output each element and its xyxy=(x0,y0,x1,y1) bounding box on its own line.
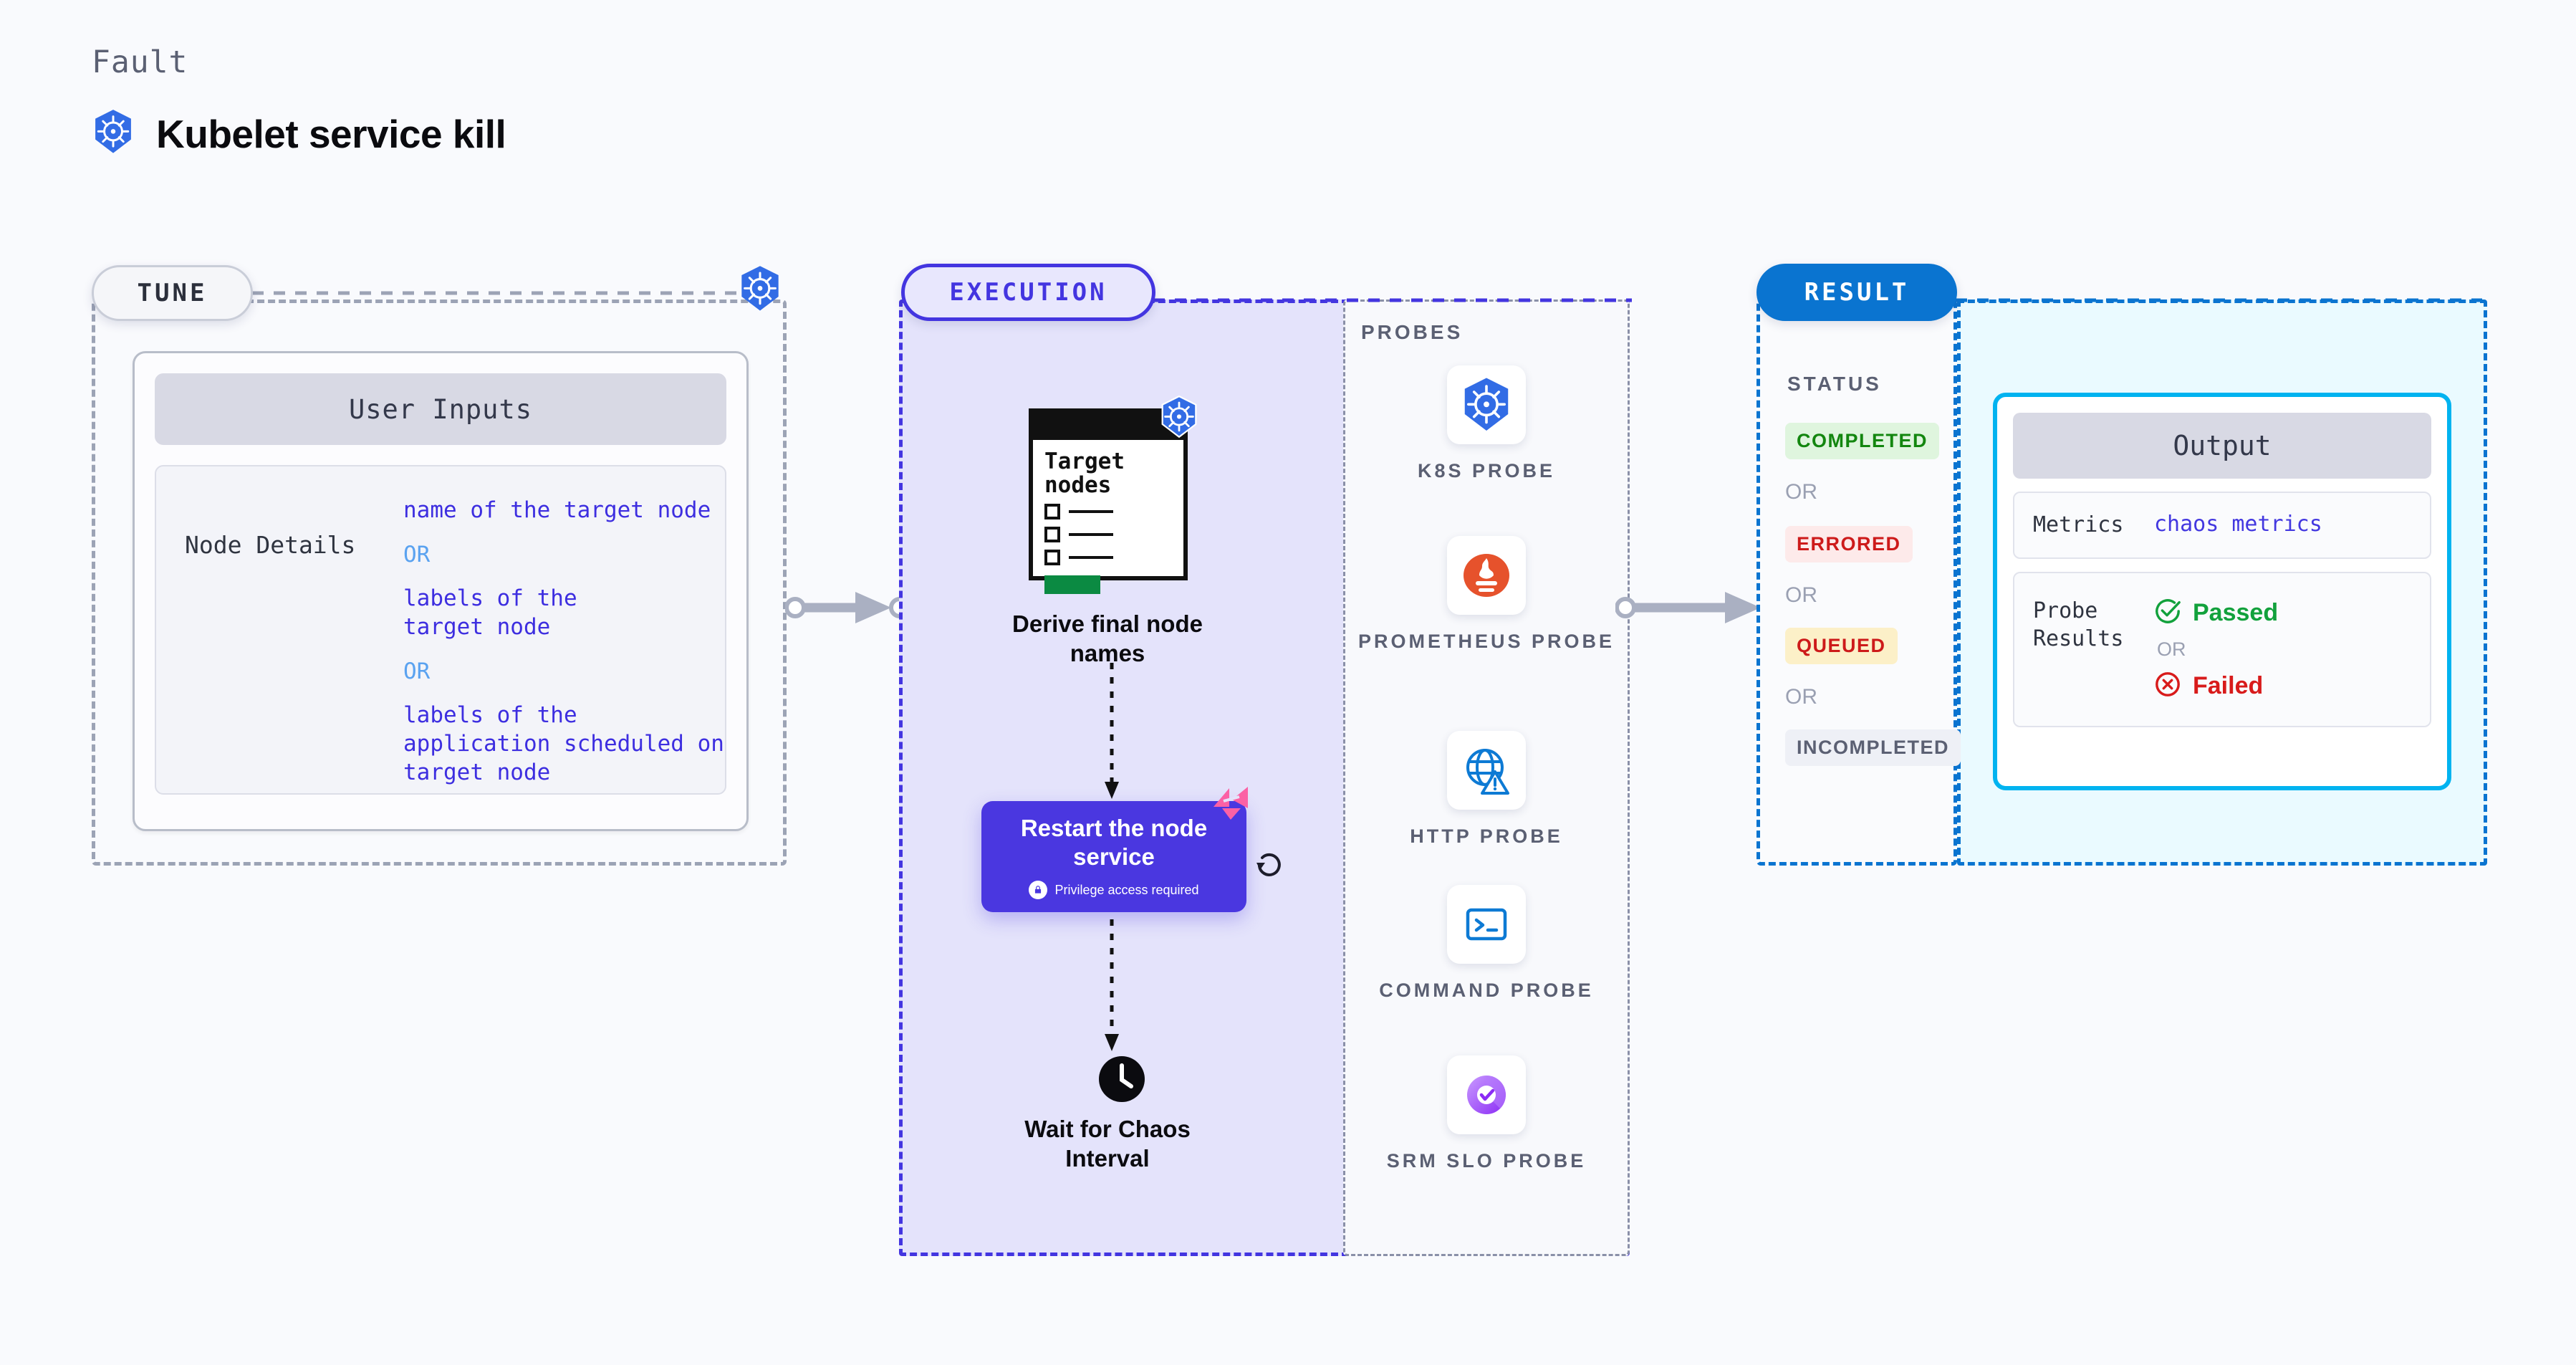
checklist-row xyxy=(1044,527,1183,543)
node-details-value: labels of the application scheduled on t… xyxy=(403,702,724,785)
or-separator: OR xyxy=(1785,685,1817,709)
chaos-badge-icon xyxy=(1212,787,1249,823)
result-pill[interactable]: RESULT xyxy=(1756,264,1957,321)
status-section-label: STATUS xyxy=(1787,373,1882,395)
tune-panel xyxy=(92,300,787,866)
failed-label: Failed xyxy=(2193,672,2264,700)
user-inputs-body: Node Details name of the target node OR … xyxy=(155,465,726,795)
result-pill-label: RESULT xyxy=(1804,278,1910,307)
execution-pill-label: EXECUTION xyxy=(949,278,1107,307)
target-nodes-card-title: Target nodes xyxy=(1044,449,1125,498)
probe-label: SRM SLO PROBE xyxy=(1386,1150,1587,1172)
output-probe-results-row: Probe Results Passed OR xyxy=(2013,572,2431,728)
line-placeholder xyxy=(1069,510,1113,514)
step-connector-arrow xyxy=(1105,663,1119,799)
probe-result-passed: Passed xyxy=(2154,598,2278,628)
restart-the-node-service-step[interactable]: Restart the node service Privilege acces… xyxy=(981,801,1246,912)
tune-to-execution-connector xyxy=(785,592,910,623)
fault-kicker: Fault xyxy=(92,44,188,80)
clock-icon xyxy=(1097,1055,1146,1107)
status-badge-completed: COMPLETED xyxy=(1785,423,1940,459)
probe-label: PROMETHEUS PROBE xyxy=(1357,631,1615,652)
probe-results-values: Passed OR Failed xyxy=(2154,598,2278,701)
status-badge-label: QUEUED xyxy=(1797,635,1886,656)
privilege-note: Privilege access required xyxy=(1029,881,1199,900)
lock-icon xyxy=(1029,881,1048,900)
wait-for-chaos-interval-label: Wait for Chaos Interval xyxy=(1024,1116,1191,1172)
node-details-value: labels of the target node xyxy=(403,585,577,641)
checkbox-icon xyxy=(1044,527,1060,543)
refresh-loop-icon xyxy=(1252,847,1287,885)
prometheus-icon xyxy=(1447,536,1526,615)
probe-results-key: Probe Results xyxy=(2033,598,2124,651)
probe-label: COMMAND PROBE xyxy=(1379,980,1594,1001)
or-separator: OR xyxy=(403,541,431,567)
privilege-note-label: Privilege access required xyxy=(1054,882,1199,897)
status-badge-label: INCOMPLETED xyxy=(1797,737,1950,758)
page-header: Fault Kubelet service kill xyxy=(92,44,506,158)
status-badge-queued: QUEUED xyxy=(1785,628,1898,664)
status-badge-label: COMPLETED xyxy=(1797,430,1928,451)
restart-step-label: Restart the node service xyxy=(1020,814,1208,870)
probe-item-prometheus[interactable]: PROMETHEUS PROBE xyxy=(1343,536,1630,654)
passed-label: Passed xyxy=(2193,599,2279,627)
target-nodes-card: Target nodes xyxy=(1029,395,1197,595)
or-separator: OR xyxy=(2157,638,2186,661)
probe-item-k8s[interactable]: K8S PROBE xyxy=(1343,365,1630,484)
or-separator: OR xyxy=(403,658,431,684)
node-details-values: name of the target node OR labels of the… xyxy=(403,497,725,803)
srm-slo-donut-icon xyxy=(1447,1055,1526,1134)
status-badge-incompleted: INCOMPLETED xyxy=(1785,729,1961,766)
probe-label: HTTP PROBE xyxy=(1410,825,1563,847)
probes-section-label: PROBES xyxy=(1361,321,1464,343)
node-details-value: name of the target node xyxy=(403,497,711,523)
step-connector-arrow xyxy=(1105,919,1119,1051)
kubernetes-icon xyxy=(1159,395,1199,442)
line-placeholder xyxy=(1069,533,1113,537)
card-title-bar xyxy=(1033,413,1183,440)
status-badge-label: ERRORED xyxy=(1797,533,1901,555)
line-placeholder xyxy=(1069,556,1113,560)
http-globe-warning-icon xyxy=(1447,731,1526,810)
output-card: Output Metrics chaos metrics Probe Resul… xyxy=(1993,393,2451,790)
tune-connector-line xyxy=(252,291,739,295)
progress-bar xyxy=(1044,575,1100,595)
kubernetes-icon xyxy=(92,109,135,158)
metrics-key: Metrics xyxy=(2033,512,2124,537)
check-circle-icon xyxy=(2154,598,2181,628)
node-details-key: Node Details xyxy=(185,531,356,559)
or-separator: OR xyxy=(1785,583,1817,607)
metrics-value[interactable]: chaos metrics xyxy=(2154,512,2322,537)
execution-pill[interactable]: EXECUTION xyxy=(901,264,1155,321)
probe-label: K8S PROBE xyxy=(1417,460,1556,482)
terminal-icon xyxy=(1447,885,1526,964)
user-inputs-title: User Inputs xyxy=(155,373,726,445)
user-inputs-card: User Inputs Node Details name of the tar… xyxy=(133,351,749,831)
checklist-row xyxy=(1044,504,1183,520)
checkbox-icon xyxy=(1044,504,1060,520)
result-status-panel xyxy=(1756,300,1957,866)
probe-result-failed: Failed xyxy=(2154,671,2278,701)
x-circle-icon xyxy=(2154,671,2181,701)
checkbox-icon xyxy=(1044,550,1060,566)
derive-final-node-names-label: Derive final node names xyxy=(1012,610,1203,667)
probe-item-command[interactable]: COMMAND PROBE xyxy=(1343,885,1630,1003)
output-metrics-row: Metrics chaos metrics xyxy=(2013,492,2431,560)
checklist-row xyxy=(1044,550,1183,566)
kubernetes-icon xyxy=(1447,365,1526,444)
tune-pill-label: TUNE xyxy=(137,279,208,307)
output-card-title: Output xyxy=(2013,413,2431,479)
tune-pill[interactable]: TUNE xyxy=(92,265,253,321)
kubernetes-icon xyxy=(738,265,782,316)
result-connector-line xyxy=(1956,298,2482,302)
status-badge-errored: ERRORED xyxy=(1785,526,1913,562)
execution-to-result-connector xyxy=(1615,592,1780,623)
or-separator: OR xyxy=(1785,480,1817,504)
execution-connector-line xyxy=(1153,298,1632,302)
probe-item-srm-slo[interactable]: SRM SLO PROBE xyxy=(1343,1055,1630,1174)
probe-item-http[interactable]: HTTP PROBE xyxy=(1343,731,1630,849)
page-title: Kubelet service kill xyxy=(156,111,506,156)
